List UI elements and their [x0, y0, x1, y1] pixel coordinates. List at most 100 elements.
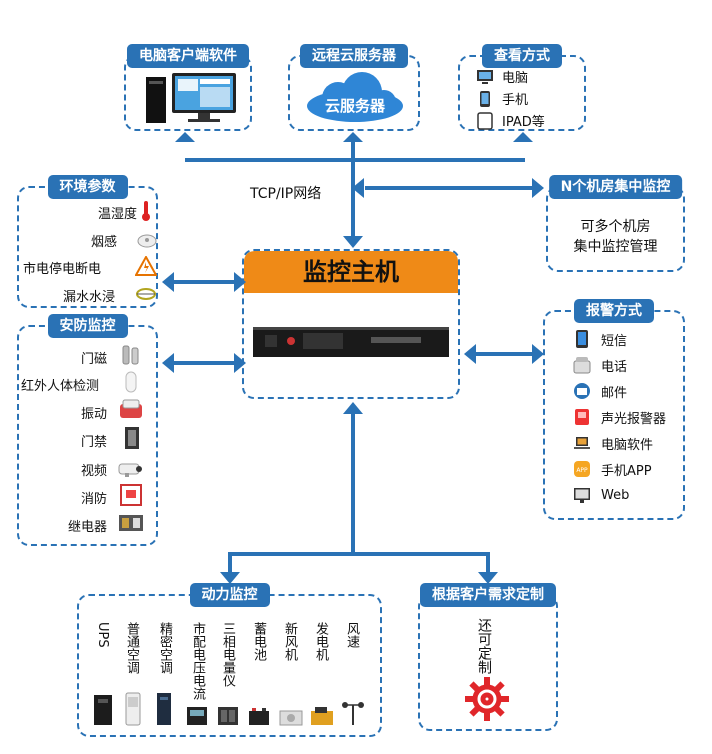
- air-conditioner-icon: [125, 692, 141, 726]
- multi-room-line2: 集中监控管理: [573, 239, 658, 255]
- generator-icon: [311, 707, 333, 725]
- network-bus-horizontal: [185, 158, 525, 162]
- security-item: 振动: [19, 403, 107, 422]
- email-icon: [574, 383, 590, 399]
- alarm-item: 电脑软件: [573, 433, 653, 453]
- security-item-label: 继电器: [67, 520, 107, 535]
- phone-icon: [480, 90, 490, 107]
- fresh-air-unit-icon: [279, 710, 303, 726]
- multi-room-link: [365, 186, 541, 190]
- alarm-box: 报警方式 短信 电话 邮件 声光报警器 电脑软件 APP 手机APP: [543, 299, 685, 520]
- security-item-label: 红外人体检测: [21, 379, 100, 394]
- alarm-item-label: 电话: [601, 359, 628, 375]
- security-item: 红外人体检测: [21, 375, 99, 394]
- multi-room-title: N个机房集中监控: [548, 175, 683, 199]
- power-col: 普通空调: [124, 622, 139, 674]
- alarm-item: 短信: [573, 329, 627, 349]
- security-item-label: 振动: [80, 407, 107, 422]
- gear-icon: [465, 677, 509, 721]
- power-col: 蓄电池: [251, 622, 266, 661]
- power-col: 市配电压电流: [190, 622, 205, 700]
- monitor-icon: [477, 69, 493, 84]
- security-item: 继电器: [19, 516, 107, 535]
- view-item-phone: 手机: [476, 89, 528, 108]
- security-item-label: 消防: [80, 492, 107, 507]
- security-item-label: 视频: [80, 464, 107, 479]
- security-item-label: 门磁: [80, 352, 107, 367]
- security-item-label: 门禁: [80, 435, 107, 450]
- relay-icon: [119, 515, 143, 531]
- network-label: TCP/IP网络: [250, 186, 322, 202]
- alarm-item-label: 电脑软件: [601, 437, 654, 453]
- view-item-tablet: IPAD等: [476, 111, 545, 130]
- env-item-label: 漏水水浸: [62, 290, 115, 305]
- power-warning-icon: [135, 256, 157, 276]
- alarm-item: 邮件: [573, 381, 627, 401]
- alarm-item: APP 手机APP: [573, 459, 652, 479]
- env-link: [172, 280, 236, 284]
- power-col: 三相电量仪: [220, 622, 235, 687]
- network-bus-vertical: [351, 142, 355, 240]
- alarm-item: Web: [573, 485, 629, 505]
- alarm-item-label: Web: [601, 487, 630, 503]
- view-item-label: 手机: [502, 93, 529, 108]
- security-box: 安防监控 门磁 红外人体检测 振动 门禁 视频 消防 继电器: [17, 314, 158, 546]
- tablet-icon: [477, 111, 493, 130]
- view-item-label: 电脑: [502, 71, 529, 86]
- alarm-item-label: 手机APP: [601, 463, 652, 479]
- custom-title: 根据客户需求定制: [420, 583, 556, 607]
- env-item: 温湿度: [19, 203, 137, 222]
- env-item: 烟感: [19, 231, 117, 250]
- laptop-icon: [574, 437, 590, 449]
- multi-room-box: N个机房集中监控 可多个机房 集中监控管理: [546, 175, 685, 272]
- custom-text: 还可定制: [476, 618, 492, 674]
- multi-room-line1: 可多个机房: [580, 219, 651, 235]
- power-col: 发电机: [313, 622, 328, 661]
- security-item: 门磁: [19, 348, 107, 367]
- main-host-box: 监控主机: [242, 249, 460, 399]
- env-params-box: 环境参数 温湿度 烟感 市电停电断电 漏水水浸: [17, 175, 158, 308]
- env-params-title: 环境参数: [47, 175, 128, 199]
- svg-text:APP: APP: [576, 467, 588, 474]
- app-icon: APP: [574, 461, 590, 477]
- battery-icon: [249, 708, 269, 725]
- cloud-server-label: 云服务器: [324, 97, 385, 115]
- power-col: 新风机: [282, 622, 297, 661]
- power-title: 动力监控: [189, 583, 270, 607]
- infrared-sensor-icon: [125, 371, 137, 393]
- view-item-pc: 电脑: [476, 67, 528, 86]
- cloud-server-title: 远程云服务器: [300, 44, 408, 68]
- access-control-icon: [125, 427, 139, 449]
- sms-icon: [576, 330, 588, 348]
- alarm-item: 电话: [573, 355, 627, 375]
- main-host-header: [244, 251, 458, 293]
- security-item: 消防: [19, 488, 107, 507]
- power-drop: [228, 552, 232, 574]
- siren-icon: [575, 409, 589, 425]
- arrowhead-up-icon: [513, 132, 533, 142]
- security-link: [172, 361, 236, 365]
- alarm-title: 报警方式: [574, 299, 654, 323]
- view-methods-box: 查看方式 电脑 手机 IPAD等: [458, 44, 586, 131]
- main-host-title: 监控主机: [303, 258, 399, 286]
- bottom-bus: [228, 552, 490, 556]
- power-box: 动力监控 UPS 普通空调 精密空调 市配电压电流 三相电量仪 蓄电池 新风机 …: [77, 583, 382, 737]
- alarm-item-label: 短信: [601, 333, 628, 349]
- vibration-sensor-icon: [120, 399, 142, 418]
- power-col-ups: UPS: [95, 622, 110, 648]
- pc-client-box: 电脑客户端软件: [124, 44, 252, 131]
- security-item: 视频: [19, 460, 107, 479]
- alarm-link: [474, 352, 534, 356]
- web-icon: [574, 488, 590, 503]
- alarm-item: 声光报警器: [573, 407, 666, 427]
- rack-server-icon: [253, 327, 449, 357]
- custom-drop: [486, 552, 490, 574]
- view-methods-title: 查看方式: [482, 44, 562, 68]
- env-item-label: 市电停电断电: [23, 262, 102, 277]
- cloud-icon: [307, 72, 403, 122]
- host-bottom-link: [351, 412, 355, 554]
- three-phase-meter-icon: [218, 707, 238, 725]
- custom-box: 根据客户需求定制 还可定制: [418, 583, 558, 731]
- desktop-computer-icon: [146, 73, 236, 123]
- smoke-detector-icon: [137, 234, 157, 248]
